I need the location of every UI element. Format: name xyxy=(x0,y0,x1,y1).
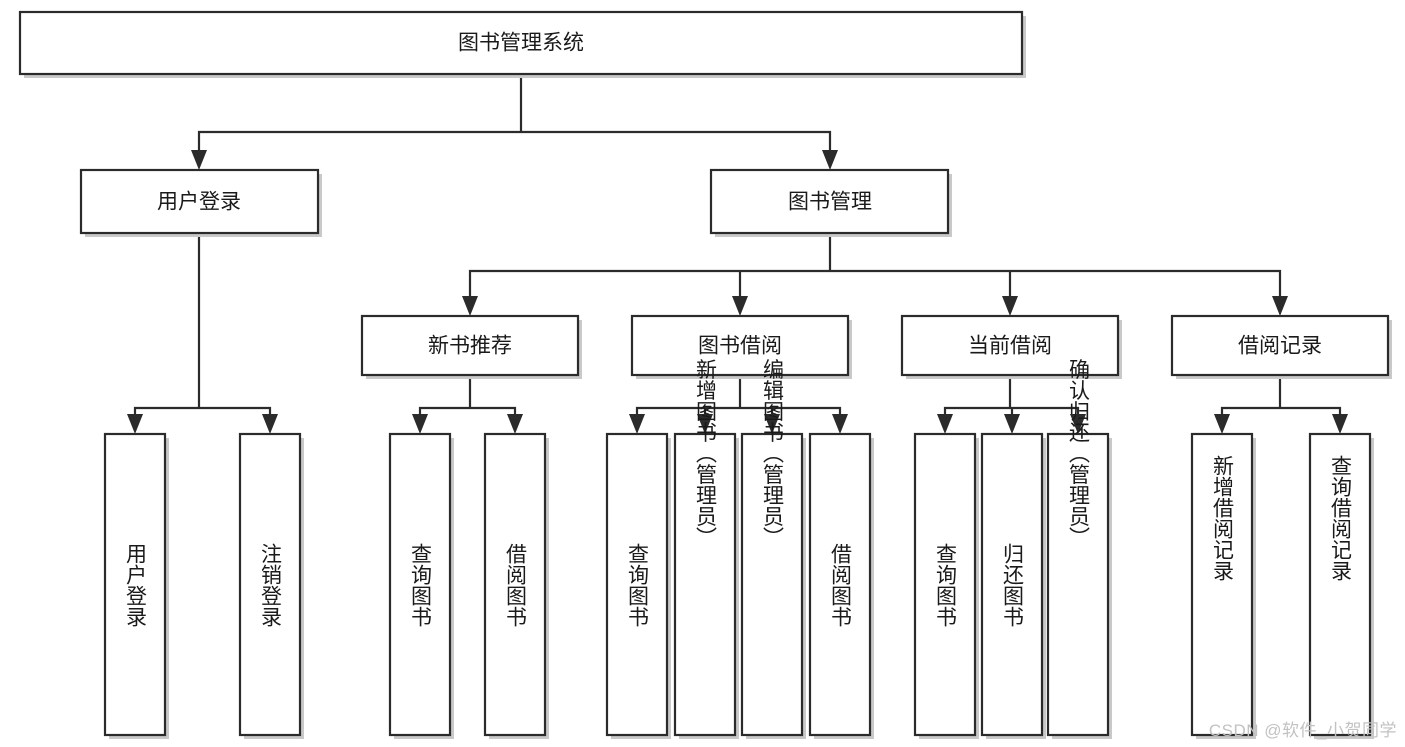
node-leaf-query-book-1[interactable]: 查询图书 xyxy=(388,432,454,739)
arrowhead-to-borrow-record xyxy=(1272,296,1288,316)
node-leaf-confirm-return-label: 确认归还（管理员） xyxy=(1067,359,1091,548)
node-leaf-add-record-label: 新增借阅记录 xyxy=(1211,455,1235,581)
arrowhead-to-user-login xyxy=(191,150,207,170)
arrowhead-to-leaf-add-book xyxy=(697,414,713,434)
node-current-borrow-box xyxy=(900,314,1120,377)
csdn-watermark: CSDN @软件_小贺同学 xyxy=(1208,721,1397,740)
node-current-borrow-label: 当前借阅 xyxy=(968,335,1052,358)
node-leaf-query-book-3[interactable]: 查询图书 xyxy=(913,432,979,739)
node-leaf-edit-book-label: 编辑图书（管理员） xyxy=(761,359,785,548)
node-borrow-record-box xyxy=(1170,314,1390,377)
node-borrow-record[interactable]: 借阅记录 xyxy=(1170,314,1392,379)
edge-currentborrow-bus xyxy=(943,373,1080,421)
arrowhead-to-leaf-add-record xyxy=(1214,414,1230,434)
edge-borrowrecord-bus xyxy=(1220,373,1342,421)
node-user-login[interactable]: 用户登录 xyxy=(79,168,322,237)
node-leaf-query-record[interactable]: 查询借阅记录 xyxy=(1308,432,1374,739)
node-leaf-query-book-3-box xyxy=(913,432,977,737)
node-leaf-borrow-book-2-label: 借阅图书 xyxy=(829,543,853,627)
node-new-book-recommend-label: 新书推荐 xyxy=(428,335,512,358)
node-leaf-logout-login-box xyxy=(238,432,302,737)
arrowhead-to-leaf-borrow-book-1 xyxy=(507,414,523,434)
arrowhead-to-book-borrow xyxy=(732,296,748,316)
node-leaf-return-book[interactable]: 归还图书 xyxy=(980,432,1046,739)
arrowhead-to-leaf-query-book-1 xyxy=(412,414,428,434)
node-user-login-label: 用户登录 xyxy=(157,191,241,214)
node-leaf-add-record[interactable]: 新增借阅记录 xyxy=(1190,432,1256,739)
arrowhead-to-book-management xyxy=(822,150,838,170)
node-leaf-confirm-return-box xyxy=(1046,432,1110,737)
node-leaf-query-record-label: 查询借阅记录 xyxy=(1329,455,1353,581)
node-leaf-edit-book-box xyxy=(740,432,804,737)
node-current-borrow[interactable]: 当前借阅 xyxy=(900,314,1122,379)
node-book-borrow[interactable]: 图书借阅 xyxy=(630,314,852,379)
connector-layer xyxy=(127,74,1348,434)
arrowhead-to-leaf-logout-login xyxy=(262,414,278,434)
node-leaf-borrow-book-2[interactable]: 借阅图书 xyxy=(808,432,874,739)
node-leaf-borrow-book-2-box xyxy=(808,432,872,737)
node-leaf-query-book-2-box xyxy=(605,432,669,737)
node-book-management[interactable]: 图书管理 xyxy=(709,168,952,237)
node-leaf-borrow-book-1[interactable]: 借阅图书 xyxy=(483,432,549,739)
node-leaf-return-book-label: 归还图书 xyxy=(1001,543,1025,627)
node-leaf-borrow-book-1-label: 借阅图书 xyxy=(504,543,528,627)
node-book-borrow-box xyxy=(630,314,850,377)
node-root-label: 图书管理系统 xyxy=(458,32,584,55)
node-book-management-box xyxy=(709,168,950,235)
arrowhead-to-leaf-query-book-2 xyxy=(629,414,645,434)
node-leaf-query-book-1-label: 查询图书 xyxy=(409,543,433,627)
node-leaf-logout-login-label: 注销登录 xyxy=(259,543,283,627)
node-leaf-query-book-3-label: 查询图书 xyxy=(934,543,958,627)
node-leaf-query-record-box xyxy=(1308,432,1372,737)
node-borrow-record-label: 借阅记录 xyxy=(1238,335,1322,358)
node-root[interactable]: 图书管理系统 xyxy=(18,10,1026,78)
node-book-management-label: 图书管理 xyxy=(788,191,872,214)
arrowhead-to-leaf-query-record xyxy=(1332,414,1348,434)
edge-userlogin-bus xyxy=(133,231,272,421)
node-leaf-return-book-box xyxy=(980,432,1044,737)
arrowhead-to-leaf-borrow-book-2 xyxy=(832,414,848,434)
node-leaf-confirm-return[interactable]: 确认归还（管理员） xyxy=(1046,359,1112,740)
node-leaf-add-book-label: 新增图书（管理员） xyxy=(694,359,718,548)
node-new-book-recommend-box xyxy=(360,314,580,377)
node-leaf-edit-book[interactable]: 编辑图书（管理员） xyxy=(740,359,806,740)
edge-root-bus xyxy=(197,74,832,157)
arrowhead-to-current-borrow xyxy=(1002,296,1018,316)
node-leaf-add-book-box xyxy=(673,432,737,737)
node-book-borrow-label: 图书借阅 xyxy=(698,335,782,358)
arrowhead-to-leaf-edit-book xyxy=(764,414,780,434)
node-user-login-box xyxy=(79,168,320,235)
node-leaf-user-login-box xyxy=(103,432,167,737)
arrowhead-to-leaf-confirm-return xyxy=(1070,414,1086,434)
node-leaf-user-login[interactable]: 用户登录 xyxy=(103,432,169,739)
edge-newbook-bus xyxy=(418,373,517,421)
arrowhead-to-leaf-query-book-3 xyxy=(937,414,953,434)
node-leaf-add-record-box xyxy=(1190,432,1254,737)
node-leaf-query-book-2[interactable]: 查询图书 xyxy=(605,432,671,739)
edge-bookborrow-bus xyxy=(635,373,842,421)
node-leaf-query-book-1-box xyxy=(388,432,452,737)
node-leaf-query-book-2-label: 查询图书 xyxy=(626,543,650,627)
node-leaf-add-book[interactable]: 新增图书（管理员） xyxy=(673,359,739,740)
node-leaf-user-login-label: 用户登录 xyxy=(124,543,148,627)
arrowhead-to-leaf-user-login xyxy=(127,414,143,434)
arrowhead-to-new-book-recommend xyxy=(462,296,478,316)
arrowhead-to-leaf-return-book xyxy=(1004,414,1020,434)
node-root-box xyxy=(18,10,1024,76)
edge-bookmgmt-bus xyxy=(468,231,1282,303)
node-leaf-borrow-book-1-box xyxy=(483,432,547,737)
node-leaf-logout-login[interactable]: 注销登录 xyxy=(238,432,304,739)
node-new-book-recommend[interactable]: 新书推荐 xyxy=(360,314,582,379)
